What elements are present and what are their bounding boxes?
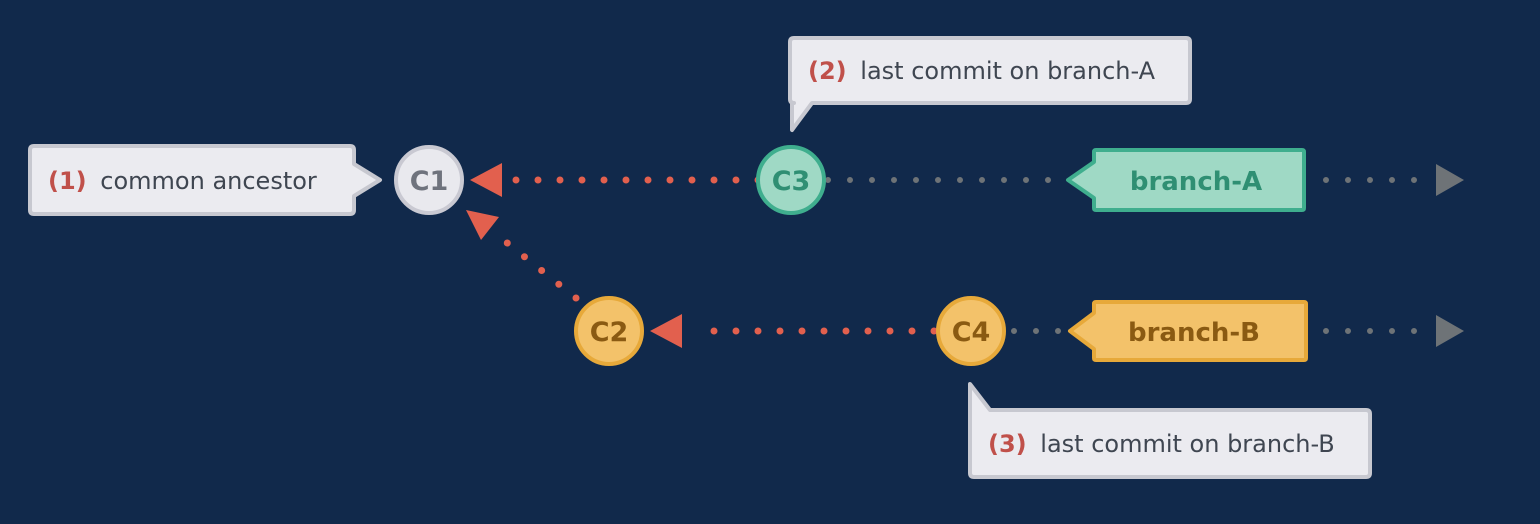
callout-last-commit-branch-b: (3) last commit on branch-B: [968, 382, 1372, 479]
commit-c3: C3: [756, 145, 826, 215]
commit-c2: C2: [574, 296, 644, 366]
commit-c1: C1: [394, 145, 464, 215]
commit-c3-label: C3: [772, 166, 811, 197]
branch-b-label: branch-B: [1128, 318, 1260, 348]
path-c2-to-c1: [502, 238, 580, 302]
callout-last-commit-branch-a: (2) last commit on branch-A: [788, 36, 1192, 132]
commit-c4: C4: [936, 296, 1006, 366]
callout-common-ancestor-text: common ancestor: [100, 167, 317, 195]
commit-c2-label: C2: [590, 317, 629, 348]
svg-text:(3) last commit on branc: (3) last commit on branch-B: [988, 430, 1335, 458]
svg-text:(1) common ancestor: (1) common ancestor: [48, 167, 317, 195]
callout-common-ancestor: (1) common ancestor: [28, 144, 382, 216]
arrowhead-into-c2-from-c4: [650, 314, 682, 348]
branch-a-forward-arrowhead: [1436, 164, 1464, 196]
commit-c4-label: C4: [952, 317, 991, 348]
callout-last-commit-b-text: last commit on branch-B: [1040, 430, 1334, 458]
branch-a-tag: branch-A: [1066, 148, 1306, 212]
callout-last-commit-a-text: last commit on branch-A: [860, 57, 1155, 85]
branch-b-forward-arrowhead: [1436, 315, 1464, 347]
callout-common-ancestor-number: (1): [48, 167, 87, 195]
arrowhead-into-c1-from-c2: [466, 210, 499, 240]
callout-last-commit-b-number: (3): [988, 430, 1027, 458]
branch-a-label: branch-A: [1130, 167, 1262, 197]
commit-c1-label: C1: [410, 166, 449, 197]
svg-text:(2) last commit on branc: (2) last commit on branch-A: [808, 57, 1156, 85]
callout-last-commit-a-number: (2): [808, 57, 847, 85]
branch-b-tag: branch-B: [1068, 300, 1308, 362]
arrowhead-into-c1-from-c3: [470, 163, 502, 197]
